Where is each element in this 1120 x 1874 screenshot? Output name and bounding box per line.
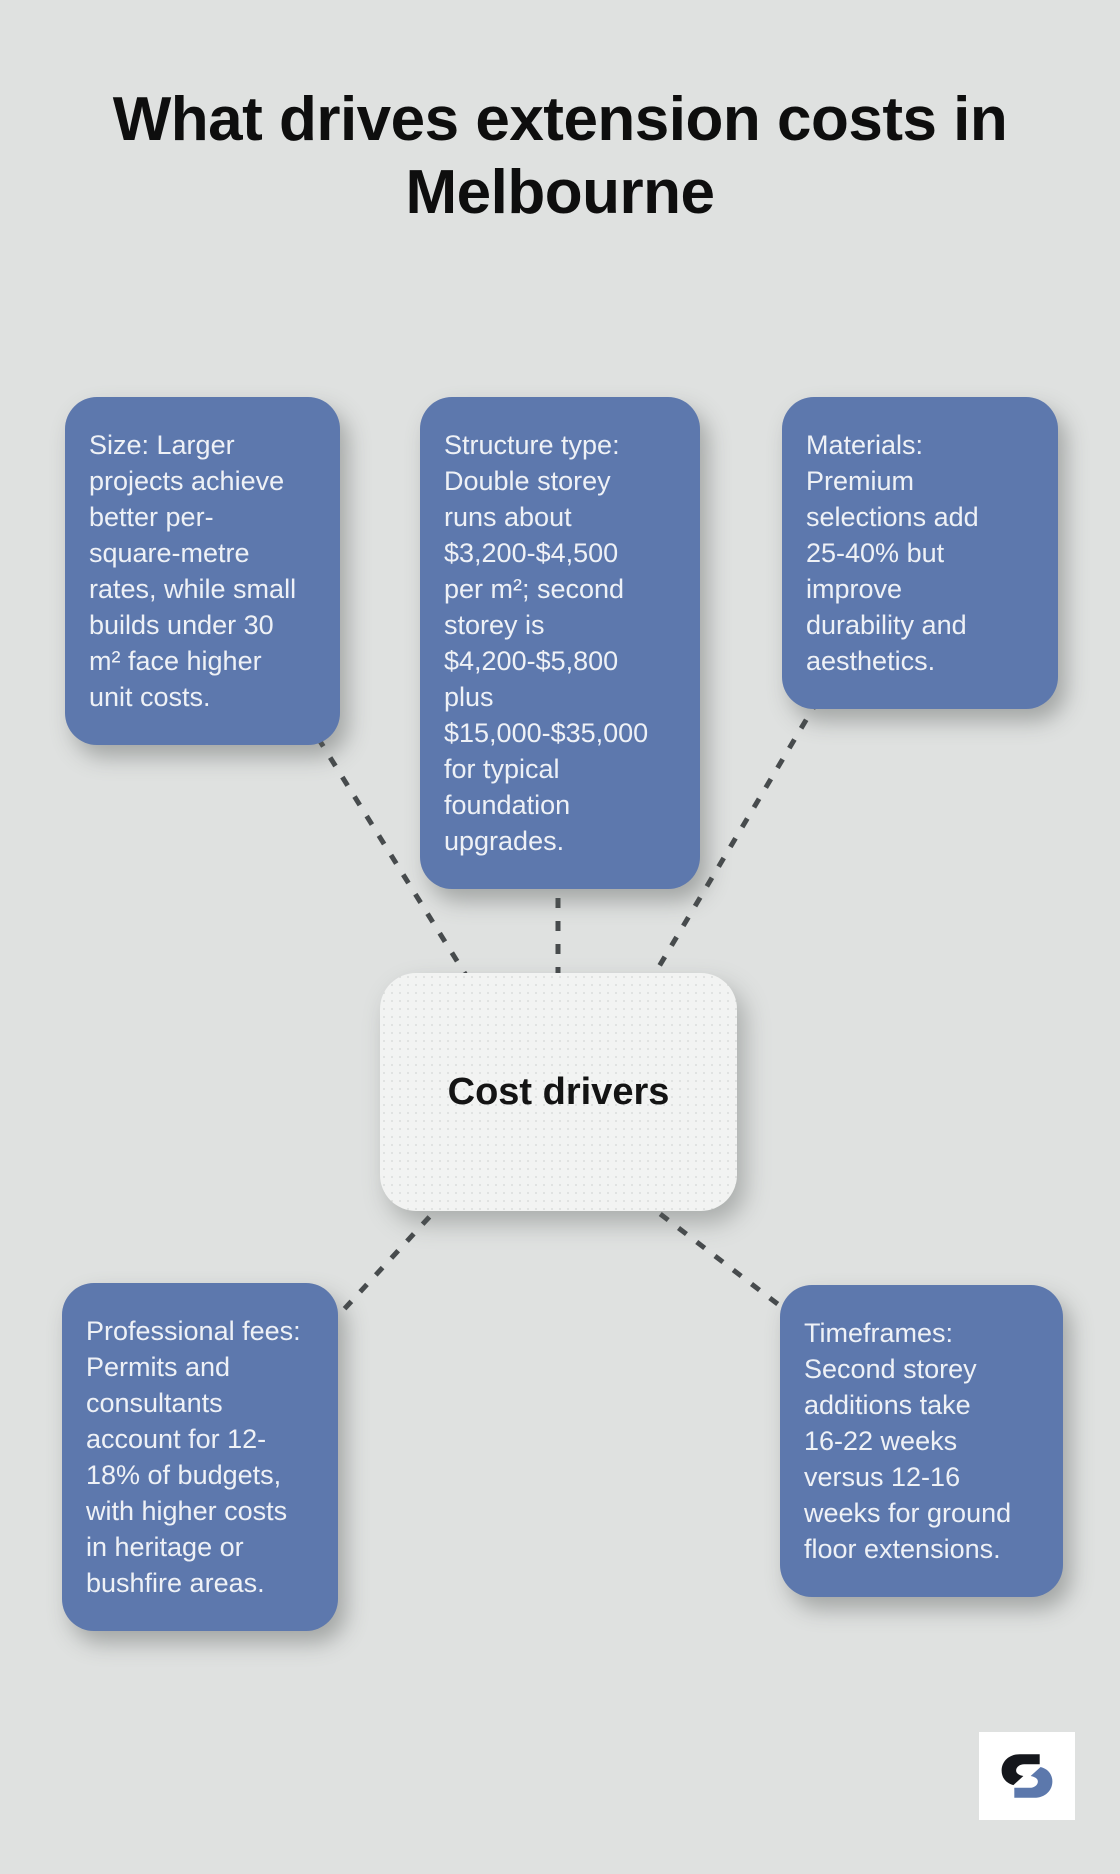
card-professional-fees-text: Professional fees: Permits and consultan… — [86, 1316, 301, 1598]
connector-materials — [645, 698, 821, 987]
card-materials: Materials: Premium selections add 25-40%… — [782, 397, 1058, 709]
card-timeframes: Timeframes: Second storey additions take… — [780, 1285, 1063, 1597]
center-node-label: Cost drivers — [447, 1070, 670, 1113]
brand-logo — [979, 1732, 1075, 1820]
center-node: Cost drivers — [380, 973, 737, 1211]
brand-logo-icon — [1001, 1754, 1053, 1798]
connector-timeframes — [640, 1198, 794, 1317]
connector-size — [315, 736, 475, 987]
card-materials-text: Materials: Premium selections add 25-40%… — [806, 430, 979, 676]
card-timeframes-text: Timeframes: Second storey additions take… — [804, 1318, 1012, 1564]
connector-fees — [334, 1198, 447, 1320]
page-title: What drives extension costs in Melbourne — [112, 85, 1008, 227]
card-structure-type: Structure type: Double storey runs about… — [420, 397, 700, 889]
card-size-text: Size: Larger projects achieve better per… — [89, 430, 297, 712]
card-professional-fees: Professional fees: Permits and consultan… — [62, 1283, 338, 1631]
card-structure-type-text: Structure type: Double storey runs about… — [444, 430, 649, 856]
card-size: Size: Larger projects achieve better per… — [65, 397, 340, 745]
